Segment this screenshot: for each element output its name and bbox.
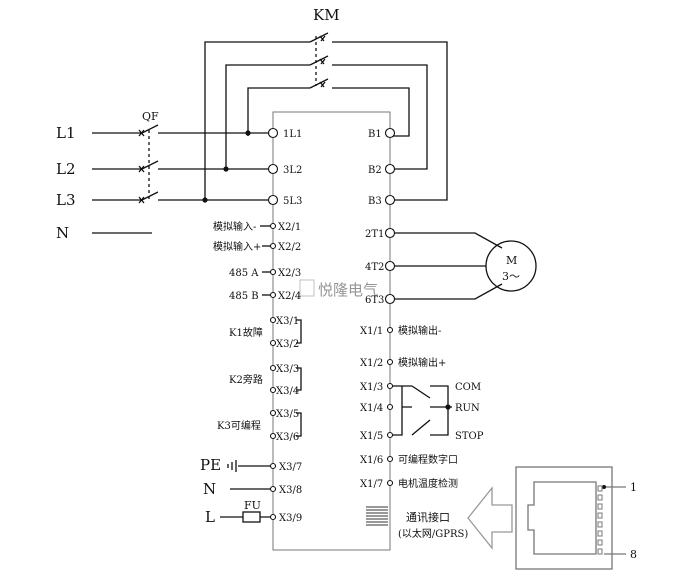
terminal-x17: X1/7: [360, 479, 383, 490]
comm-label-2: (以太网/GPRS): [398, 527, 468, 540]
fuse-icon: [242, 511, 261, 523]
fu-label: FU: [244, 499, 261, 512]
terminal-x11: X1/1: [360, 326, 383, 337]
comm-arrow: [467, 486, 513, 550]
terminal-4t2: 4T2: [365, 262, 384, 273]
terminal-b3: B3: [368, 196, 382, 207]
motor-3phase-label: 3～: [502, 270, 520, 283]
km-switch-1: [309, 32, 329, 43]
qf-switch-2: [141, 160, 159, 170]
km-out-1: [332, 41, 448, 201]
desc-485b: 485 B: [229, 291, 259, 302]
watermark-text: 悦隆电气: [318, 281, 378, 299]
terminal-circles: [267, 127, 396, 521]
terminal-x33: X3/3: [276, 364, 299, 375]
terminal-b2: B2: [368, 165, 382, 176]
l-label: L: [205, 508, 215, 526]
qf-cross-1: [138, 129, 145, 137]
rj45-port-inner: [527, 481, 597, 555]
km-out-3: [332, 87, 410, 137]
run-switch: [411, 385, 452, 408]
km-switch-2: [309, 55, 329, 66]
desc-prog-digital: 可编程数字口: [398, 453, 458, 466]
l1-label: L1: [56, 124, 76, 142]
motor-m-label: M: [506, 254, 517, 267]
km-wire-1: [204, 41, 310, 200]
km-contact-3: [319, 81, 326, 88]
km-contact-1: [319, 35, 326, 42]
terminal-2t1: 2T1: [365, 229, 384, 240]
qf-cross-2: [138, 165, 145, 173]
terminal-x35: X3/5: [276, 409, 299, 420]
desc-motor-temp: 电机温度检测: [398, 477, 458, 490]
terminal-x24: X2/4: [278, 291, 301, 302]
terminal-x12: X1/2: [360, 358, 383, 369]
pe-label: PE: [200, 456, 221, 474]
k1-contact: [296, 319, 302, 344]
terminal-x21: X2/1: [278, 222, 301, 233]
terminal-x38: X3/8: [279, 485, 302, 496]
pin-8-label: 8: [630, 548, 637, 561]
qf-switch-1: [141, 124, 159, 134]
n-label: N: [56, 224, 69, 242]
rj45-port-outer: [515, 466, 613, 570]
desc-analog-out-neg: 模拟输出-: [398, 324, 441, 337]
terminal-x34: X3/4: [276, 386, 299, 397]
comm-port-grille: [366, 506, 388, 526]
l3-label: L3: [56, 191, 76, 209]
l2-label: L2: [56, 160, 76, 178]
k3-contact: [296, 412, 302, 437]
junction-dots: [202, 130, 606, 489]
terminal-3l2: 3L2: [283, 165, 302, 176]
run-stop-wiring: [390, 385, 412, 436]
watermark: 悦隆电气: [299, 279, 378, 299]
desc-stop: STOP: [455, 431, 484, 442]
terminal-x14: X1/4: [360, 403, 383, 414]
terminal-1l1: 1L1: [283, 129, 302, 140]
desc-analog-in-neg: 模拟输入-: [213, 220, 256, 233]
km-wire-2: [225, 64, 310, 169]
k2-contact: [296, 367, 302, 391]
terminal-x13: X1/3: [360, 382, 383, 393]
terminal-x22: X2/2: [278, 242, 301, 253]
desc-k3-programmable: K3可编程: [217, 419, 261, 432]
com-link: [430, 385, 449, 407]
desc-485a: 485 A: [229, 268, 259, 279]
terminal-6t3: 6T3: [365, 295, 384, 306]
km-switch-3: [309, 78, 329, 89]
rj45-pins: [597, 485, 603, 555]
stop-switch: [411, 407, 449, 436]
terminal-x31: X3/1: [276, 316, 299, 327]
terminal-x23: X2/3: [278, 268, 301, 279]
terminal-x39: X3/9: [279, 513, 302, 524]
km-out-2: [332, 64, 428, 170]
qf-cross-3: [138, 196, 145, 204]
qf-switch-3: [141, 191, 159, 201]
terminal-x36: X3/6: [276, 432, 299, 443]
terminal-x32: X3/2: [276, 339, 299, 350]
terminal-x15: X1/5: [360, 431, 383, 442]
n2-label: N: [203, 480, 216, 498]
motor-icon: [485, 240, 537, 292]
motor-wire-3: [390, 283, 503, 300]
km-contact-2: [319, 58, 326, 65]
desc-k1-fault: K1故障: [229, 326, 263, 339]
motor-wire-1: [390, 232, 503, 249]
km-wire-3: [247, 87, 310, 136]
terminal-x16: X1/6: [360, 455, 383, 466]
desc-analog-in-pos: 模拟输入+: [213, 240, 261, 253]
terminal-x37: X3/7: [279, 462, 302, 473]
terminal-5l3: 5L3: [283, 196, 302, 207]
desc-k2-bypass: K2旁路: [229, 373, 263, 386]
desc-run: RUN: [455, 403, 480, 414]
desc-com: COM: [455, 382, 481, 393]
terminal-b1: B1: [368, 129, 382, 140]
qf-label: QF: [142, 110, 159, 123]
comm-label-1: 通讯接口: [406, 511, 450, 524]
km-label: KM: [313, 6, 340, 24]
desc-analog-out-pos: 模拟输出+: [398, 356, 446, 369]
pin-1-label: 1: [630, 481, 637, 494]
pe-ground-icon: [227, 460, 237, 472]
